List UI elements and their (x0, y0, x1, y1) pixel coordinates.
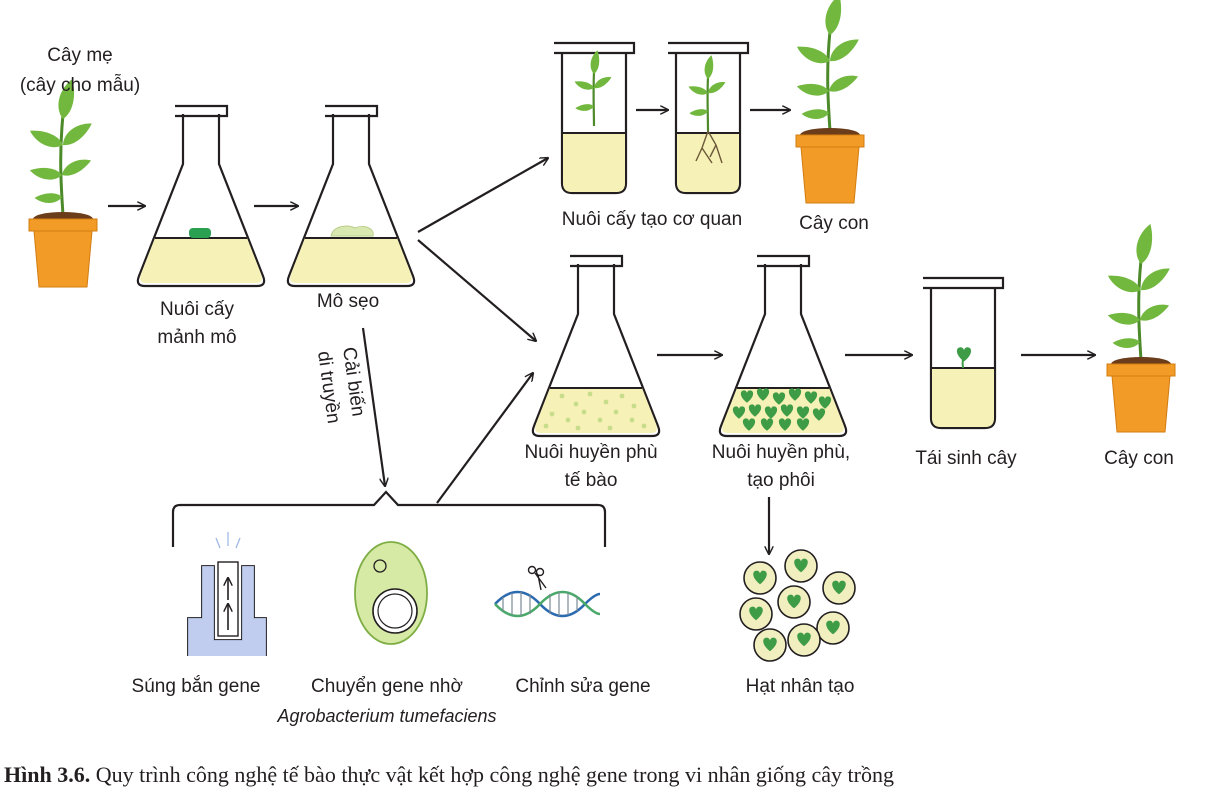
gene-editing-label: Chỉnh sửa gene (515, 676, 650, 697)
caption-number: Hình 3.6. (4, 762, 90, 787)
organ-culture-tube-shoot-icon (552, 41, 636, 195)
arrow-to-organ-culture (417, 158, 548, 233)
arrow-methods-to-suspension (436, 373, 533, 504)
cell-suspension-flask-icon (531, 254, 661, 438)
embryo-suspension-sublabel: tạo phôi (747, 470, 815, 491)
genetic-methods-bracket (171, 490, 607, 547)
cell-suspension-label: Nuôi huyền phù (524, 442, 657, 463)
embryo-suspension-flask-icon (718, 254, 848, 438)
embryo-suspension-label: Nuôi huyền phù, (712, 442, 850, 463)
plantlet-top-label: Cây con (799, 213, 869, 234)
organ-culture-label: Nuôi cấy tạo cơ quan (562, 209, 742, 230)
agrobacterium-cell-icon (354, 541, 428, 645)
tissue-culture-flask-icon (136, 104, 266, 288)
gene-gun-label: Súng bắn gene (132, 675, 261, 697)
mother-plant-label: Cây mẹ (47, 45, 112, 66)
mother-plant-icon (27, 77, 97, 287)
gene-gun-icon (187, 532, 267, 656)
cell-suspension-sublabel: tế bào (565, 470, 618, 491)
tissue-culture-sublabel: mảnh mô (157, 327, 236, 348)
dna-scissors-icon (494, 565, 601, 618)
artificial-seeds-icon (739, 549, 856, 662)
callus-flask-icon (286, 104, 416, 288)
tissue-culture-label: Nuôi cấy (160, 299, 234, 320)
agro-species-label: Agrobacterium tumefaciens (276, 706, 496, 726)
agro-transfer-label: Chuyển gene nhờ (311, 676, 463, 697)
caption-text: Quy trình công nghệ tế bào thực vật kết … (90, 762, 894, 787)
regeneration-label: Tái sinh cây (915, 448, 1017, 469)
figure-caption: Hình 3.6. Quy trình công nghệ tế bào thự… (4, 762, 894, 787)
organ-culture-tube-root-icon (666, 41, 750, 195)
callus-label: Mô sẹo (317, 291, 379, 312)
regeneration-tube-icon (921, 276, 1005, 430)
arrow-to-cell-suspension (417, 239, 536, 341)
genetic-modification-sublabel: di truyền (313, 350, 344, 425)
artificial-seed-label: Hạt nhân tạo (746, 676, 855, 697)
arrow-genetic-modification (361, 327, 385, 486)
plantlet-top-icon (794, 0, 864, 203)
plantlet-bottom-icon (1105, 222, 1175, 432)
mother-plant-sublabel: (cây cho mẫu) (20, 74, 140, 96)
plantlet-bottom-label: Cây con (1104, 448, 1174, 469)
